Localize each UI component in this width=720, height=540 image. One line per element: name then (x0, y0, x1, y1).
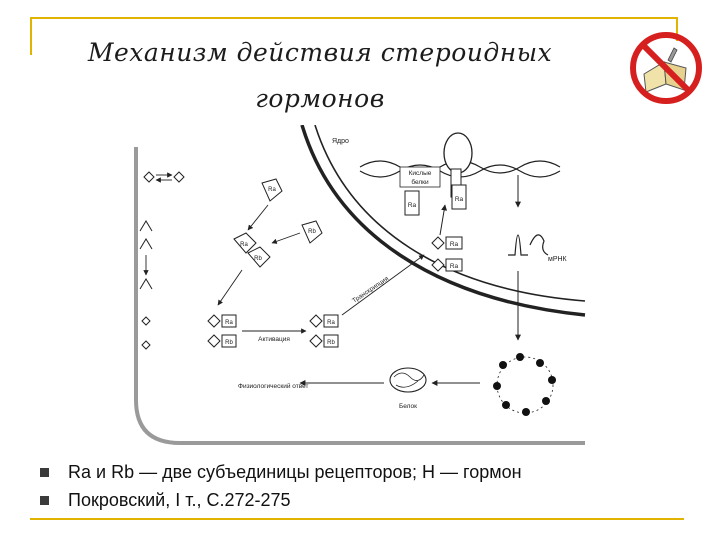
frame-top-line (30, 17, 678, 19)
no-book-icon (630, 32, 702, 104)
receptor-ra-label-1: Ra (408, 202, 417, 209)
bullet-item-reference: Покровский, I т., С.272-275 (40, 486, 680, 514)
cell-membrane (134, 147, 585, 445)
acidic-proteins-label-1: Кислые (409, 170, 432, 177)
receptor-rb-label-4: Rb (225, 340, 233, 346)
bullet-marker (40, 496, 49, 505)
frame-left-line (30, 17, 32, 55)
acidic-proteins-label-2: белки (411, 178, 429, 186)
receptor-ra-label-6: Ra (225, 320, 233, 326)
nuclear-envelope (300, 125, 586, 317)
bullet-list: Ra и Rb — две субъединицы рецепторов; H … (40, 458, 680, 514)
receptor-pair-nuclear: Ra Ra (431, 236, 463, 272)
receptor-ra-label-2: Ra (455, 196, 464, 203)
bullet-item-receptors: Ra и Rb — две субъединицы рецепторов; H … (40, 458, 680, 486)
bullet-text-receptors: Ra и Rb — две субъединицы рецепторов; H … (68, 462, 522, 482)
nucleus-label: Ядро (332, 138, 349, 145)
bullet-marker (40, 468, 49, 477)
frame-bottom-line (30, 518, 684, 520)
title-line-2: гормонов (255, 84, 385, 113)
receptor-rb-label-3: Rb (254, 256, 262, 262)
mrna-label: мРНК (548, 256, 568, 263)
physiological-response-label: Физиологический ответ (238, 382, 309, 390)
steroid-hormone-mechanism-diagram: Ядро Кислые белки Ra Ra Ra Ra мРНК Транс… (134, 125, 586, 445)
frame-right-line (676, 17, 678, 41)
dna-strand (359, 132, 561, 198)
receptor-ra-label-7: Ra (327, 320, 335, 326)
receptor-ra-label-4: Ra (268, 187, 276, 193)
receptor-subunits-cytoplasm: Ra Rb Ra Rb (217, 178, 323, 306)
receptor-ra-label-3: Ra (450, 241, 459, 248)
acidic-proteins-box (399, 166, 441, 188)
transcription-label: Транскрипция (351, 275, 390, 305)
arrow-to-dna (439, 204, 448, 236)
arrow-to-nucleus (341, 254, 425, 316)
receptor-pair-dna-bound: Ra Ra (404, 184, 467, 216)
receptor-rb-label-5: Rb (327, 340, 335, 346)
ribosome-cluster (493, 353, 556, 416)
hormone-entry-column (139, 171, 185, 350)
protein-label: Белок (399, 403, 417, 410)
receptor-rb-label-1: Ra (450, 263, 459, 270)
activation-label: Активация (258, 336, 290, 343)
bullet-text-reference: Покровский, I т., С.272-275 (68, 490, 291, 510)
protein-blob (389, 367, 427, 393)
title-line-1: Механизм действия стероидных (87, 38, 553, 67)
receptor-complex-left: Ra Rb (207, 314, 237, 348)
receptor-ra-label-5: Ra (240, 242, 248, 248)
receptor-complex-activated: Ra Rb (309, 314, 339, 348)
mrna-peak (508, 234, 549, 256)
slide-title: Механизм действия стероидных гормонов (40, 30, 600, 122)
receptor-rb-label-2: Rb (308, 229, 316, 235)
